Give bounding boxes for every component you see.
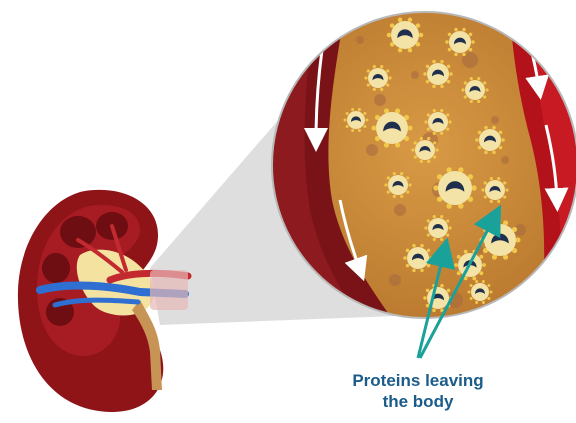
tissue-dot: [491, 116, 499, 124]
tissue-dot: [389, 274, 401, 286]
tissue-dot: [501, 156, 509, 164]
tissue-dot: [394, 204, 406, 216]
renal-pyramid: [42, 253, 70, 283]
caption: Proteins leaving the body: [318, 370, 518, 412]
caption-line-2: the body: [318, 391, 518, 412]
tissue-dot: [366, 144, 378, 156]
caption-line-1: Proteins leaving: [318, 370, 518, 391]
tissue-dot: [356, 36, 364, 44]
renal-pyramid: [60, 216, 96, 248]
tissue-dot: [374, 94, 386, 106]
vessel-stub: [150, 270, 188, 310]
tissue-dot: [411, 71, 419, 79]
kidney: [18, 190, 188, 412]
